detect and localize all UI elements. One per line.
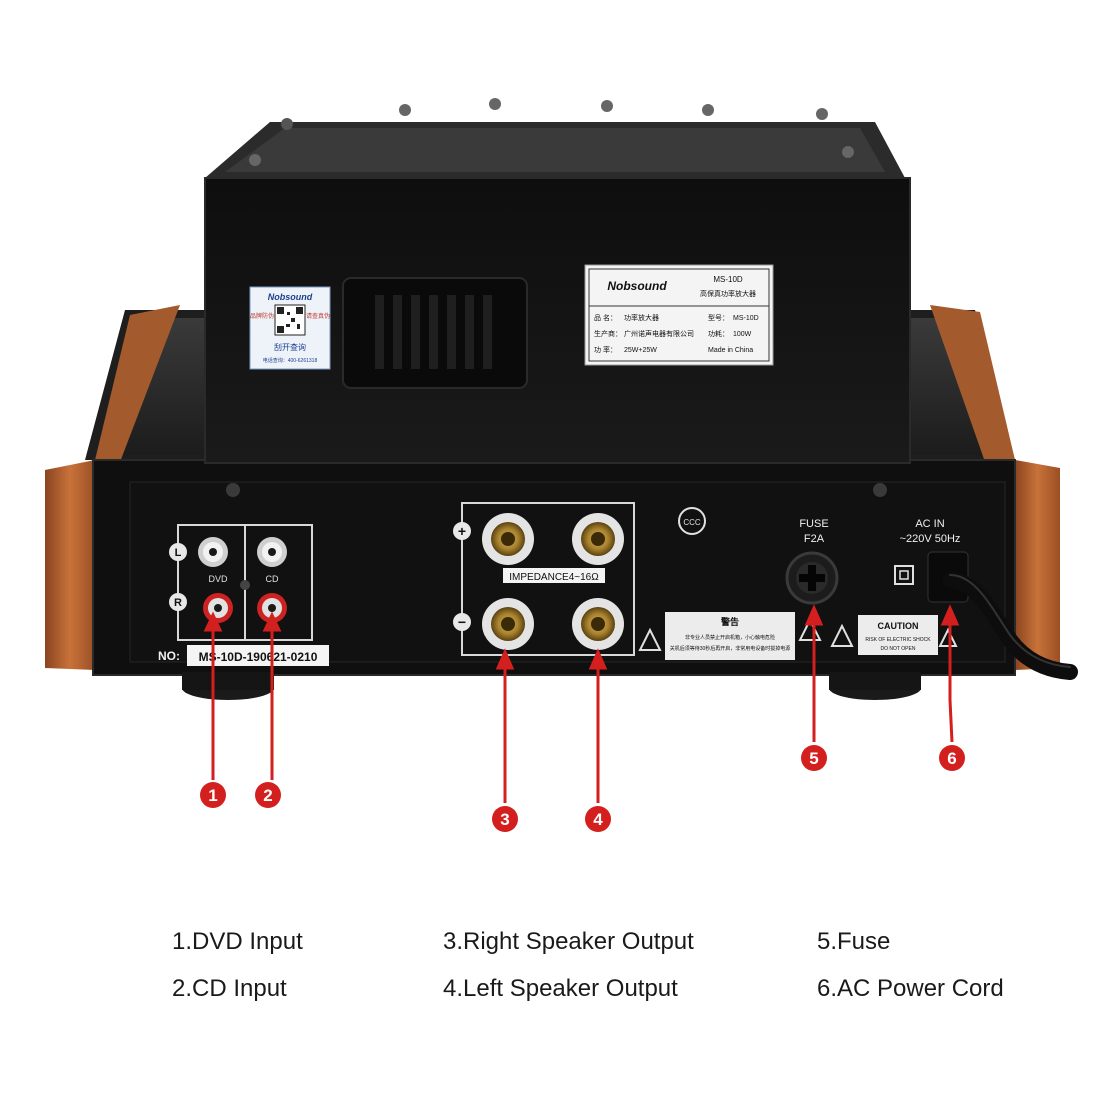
negative-label: − (458, 614, 466, 630)
warning-text-2: 关机后须等待30秒后再开启，非常用电设备时拔掉电源 (670, 645, 791, 652)
channel-left-label: L (175, 547, 182, 559)
channel-right-label: R (174, 597, 182, 609)
impedance-label: IMPEDANCE4~16Ω (509, 572, 599, 583)
nameplate-product-name: 高保真功率放大器 (700, 289, 756, 298)
warning-label: 警告 非专业人员禁止开启机箱，小心触电危险 关机后须等待30秒后再开启，非常用电… (638, 612, 822, 660)
shock-triangle-icon-2 (938, 627, 958, 647)
qr-sticker-scratch-text: 刮开查询 (274, 342, 306, 352)
callout-1-number: 1 (208, 786, 217, 805)
numbered-circle-icon (492, 806, 518, 832)
qr-sticker: Nobsound 品牌防伪 请查真伪 刮开查询 电话查询：400-6261318 (249, 286, 331, 370)
caution-line-1: RISK OF ELECTRIC SHOCK (865, 637, 931, 643)
nameplate-row3-key1: 功 率： (594, 345, 617, 354)
numbered-circle-icon (585, 806, 611, 832)
fuse-holder[interactable]: FUSE F2A (785, 518, 839, 605)
legend-item-left-speaker-output: 4.Left Speaker Output (443, 975, 678, 1002)
callout-5: 5 (801, 745, 827, 771)
ccc-mark-text: CCC (683, 518, 701, 527)
callout-3: 3 (492, 806, 518, 832)
callout-6-number: 6 (947, 749, 956, 768)
callout-4-number: 4 (593, 810, 603, 829)
serial-label: NO: MS-10D-190621-0210 (158, 645, 329, 666)
fuse-label: FUSE (799, 518, 828, 530)
numbered-circle-icon (255, 782, 281, 808)
numbered-circle-icon (801, 745, 827, 771)
negative-badge (453, 613, 471, 631)
left-speaker-negative-terminal[interactable] (572, 598, 624, 650)
dvd-left-jack[interactable] (198, 537, 228, 567)
channel-right-badge (169, 593, 187, 611)
ac-in-rating: ~220V 50Hz (900, 533, 961, 545)
nameplate-row1-key2: 型号： (708, 313, 729, 322)
callout-lines (203, 604, 960, 803)
nameplate-row2-key1: 生产商： (594, 329, 622, 338)
caution-title: CAUTION (878, 621, 919, 631)
callout-6: 6 (939, 745, 965, 771)
caution-label: CAUTION RISK OF ELECTRIC SHOCK DO NOT OP… (830, 615, 958, 655)
legend-item-fuse: 5.Fuse (817, 928, 891, 955)
ac-in-label: AC IN (915, 518, 944, 530)
qr-sticker-phone: 电话查询：400-6261318 (263, 357, 318, 364)
serial-prefix: NO: (158, 649, 180, 663)
cd-label: CD (266, 574, 279, 584)
nameplate-brand: Nobsound (607, 279, 667, 293)
left-speaker-positive-terminal[interactable] (572, 513, 624, 565)
ccc-mark-icon: CCC (678, 507, 706, 535)
nameplate-row3-val1: 25W+25W (624, 347, 657, 354)
nameplate-row1-key1: 品 名： (594, 313, 617, 322)
power-cord[interactable] (927, 551, 1078, 680)
positive-label: + (458, 523, 466, 539)
double-insulation-icon (894, 565, 914, 585)
legend-item-ac-power-cord: 6.AC Power Cord (817, 975, 1004, 1002)
cd-left-jack[interactable] (257, 537, 287, 567)
caution-line-2: DO NOT OPEN (881, 646, 916, 652)
legend-item-cd-input: 2.CD Input (172, 975, 287, 1002)
legend-item-dvd-input: 1.DVD Input (172, 928, 303, 955)
callout-2: 2 (255, 782, 281, 808)
nameplate-row1-val1: 功率放大器 (624, 313, 659, 322)
callout-2-number: 2 (263, 786, 272, 805)
transformer-cover (204, 98, 911, 464)
numbered-circle-icon (939, 745, 965, 771)
serial-number: MS-10D-190621-0210 (199, 650, 318, 664)
nameplate-row2-val2: 100W (733, 331, 752, 338)
qr-sticker-brand: Nobsound (268, 292, 313, 302)
warning-title: 警告 (721, 616, 739, 627)
right-speaker-positive-terminal[interactable] (482, 513, 534, 565)
legend-item-right-speaker-output: 3.Right Speaker Output (443, 928, 694, 955)
right-wood-side-panel (1015, 460, 1060, 670)
nameplate-row3-val2: Made in China (708, 347, 753, 354)
shock-triangle-icon (830, 623, 854, 647)
qr-sticker-left-chars: 品牌防伪 (250, 312, 274, 320)
callout-3-number: 3 (500, 810, 509, 829)
callout-4: 4 (585, 806, 611, 832)
nameplate-label: Nobsound MS-10D 高保真功率放大器 品 名： 功率放大器 型号： … (584, 264, 774, 366)
callout-5-number: 5 (809, 749, 818, 768)
warning-triangle-icon (638, 627, 662, 651)
qr-sticker-right-chars: 请查真伪 (306, 312, 330, 320)
nameplate-model: MS-10D (713, 275, 743, 284)
ac-power-inlet: AC IN ~220V 50Hz (894, 518, 961, 585)
fuse-rating: F2A (804, 533, 825, 545)
nameplate-row2-key2: 功耗： (708, 329, 729, 338)
right-speaker-negative-terminal[interactable] (482, 598, 534, 650)
warning-text-1: 非专业人员禁止开启机箱，小心触电危险 (685, 634, 775, 641)
dvd-label: DVD (208, 574, 228, 584)
cd-right-jack[interactable] (257, 593, 287, 623)
dvd-right-jack[interactable] (203, 593, 233, 623)
speaker-terminal-block: + − IMPEDANCE4~16Ω (453, 502, 635, 656)
left-wood-side-panel (45, 460, 95, 670)
positive-badge (453, 522, 471, 540)
nameplate-row1-val2: MS-10D (733, 315, 759, 322)
callout-1: 1 (200, 782, 226, 808)
channel-left-badge (169, 543, 187, 561)
numbered-circle-icon (200, 782, 226, 808)
nameplate-row2-val1: 广州诺声电器有限公司 (624, 329, 694, 338)
rca-input-block: L R DVD CD (169, 524, 313, 641)
